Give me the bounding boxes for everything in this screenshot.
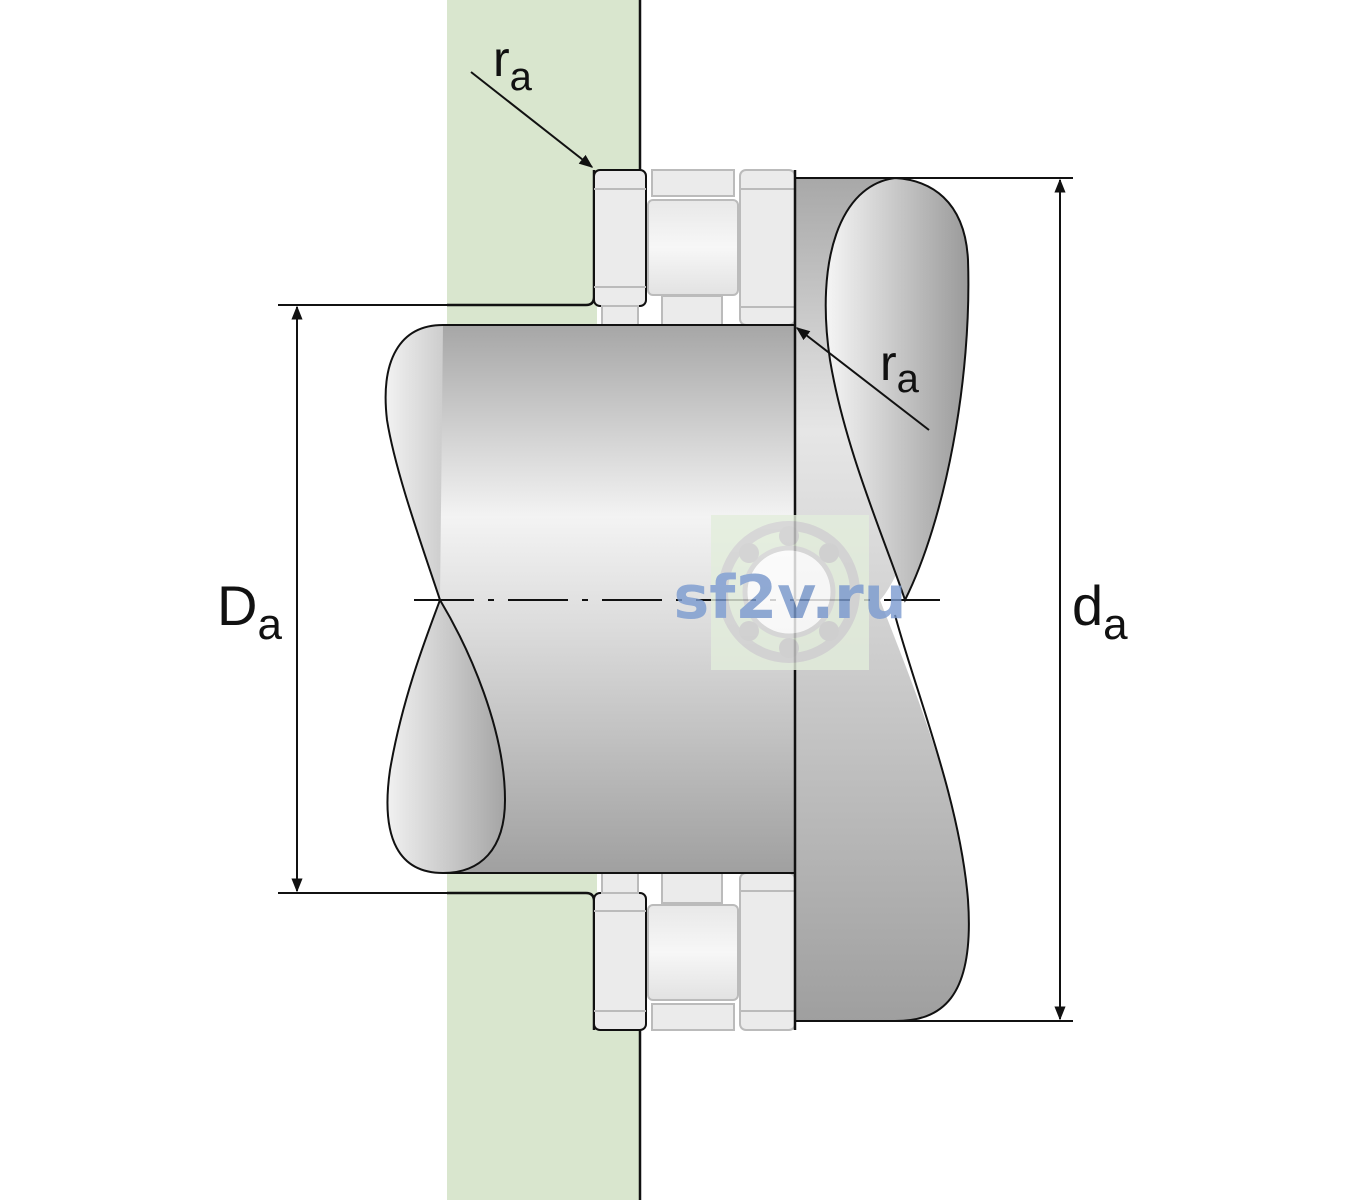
bearing-section-top: [593, 169, 796, 326]
label-ra-right-sub: a: [897, 357, 920, 401]
dimension-da: [895, 177, 1073, 1022]
ball-bearing-icon: [718, 521, 860, 663]
radius-leader-top: [470, 71, 594, 168]
label-ra-top-sub: a: [510, 55, 533, 99]
label-ra-top-main: r: [493, 31, 510, 87]
label-da: da: [1072, 574, 1128, 649]
label-ra-right: ra: [880, 335, 920, 401]
watermark: sf2v.ru: [674, 515, 907, 670]
label-Da-sub: a: [257, 600, 282, 649]
svg-text:ra: ra: [880, 335, 920, 401]
label-Da: Da: [217, 574, 282, 649]
label-da-sub: a: [1103, 600, 1128, 649]
svg-text:Da: Da: [217, 574, 282, 649]
label-ra-top: ra: [493, 31, 533, 99]
label-Da-main: D: [217, 574, 257, 637]
watermark-text: sf2v.ru: [674, 563, 907, 633]
svg-text:ra: ra: [493, 31, 533, 99]
radius-leader-right: [795, 327, 930, 431]
dimension-Da: [278, 304, 447, 894]
svg-text:da: da: [1072, 574, 1128, 649]
label-da-main: d: [1072, 574, 1103, 637]
shaft: [384, 170, 797, 1030]
label-ra-right-main: r: [880, 335, 897, 391]
bearing-section-bottom: [593, 872, 796, 1031]
